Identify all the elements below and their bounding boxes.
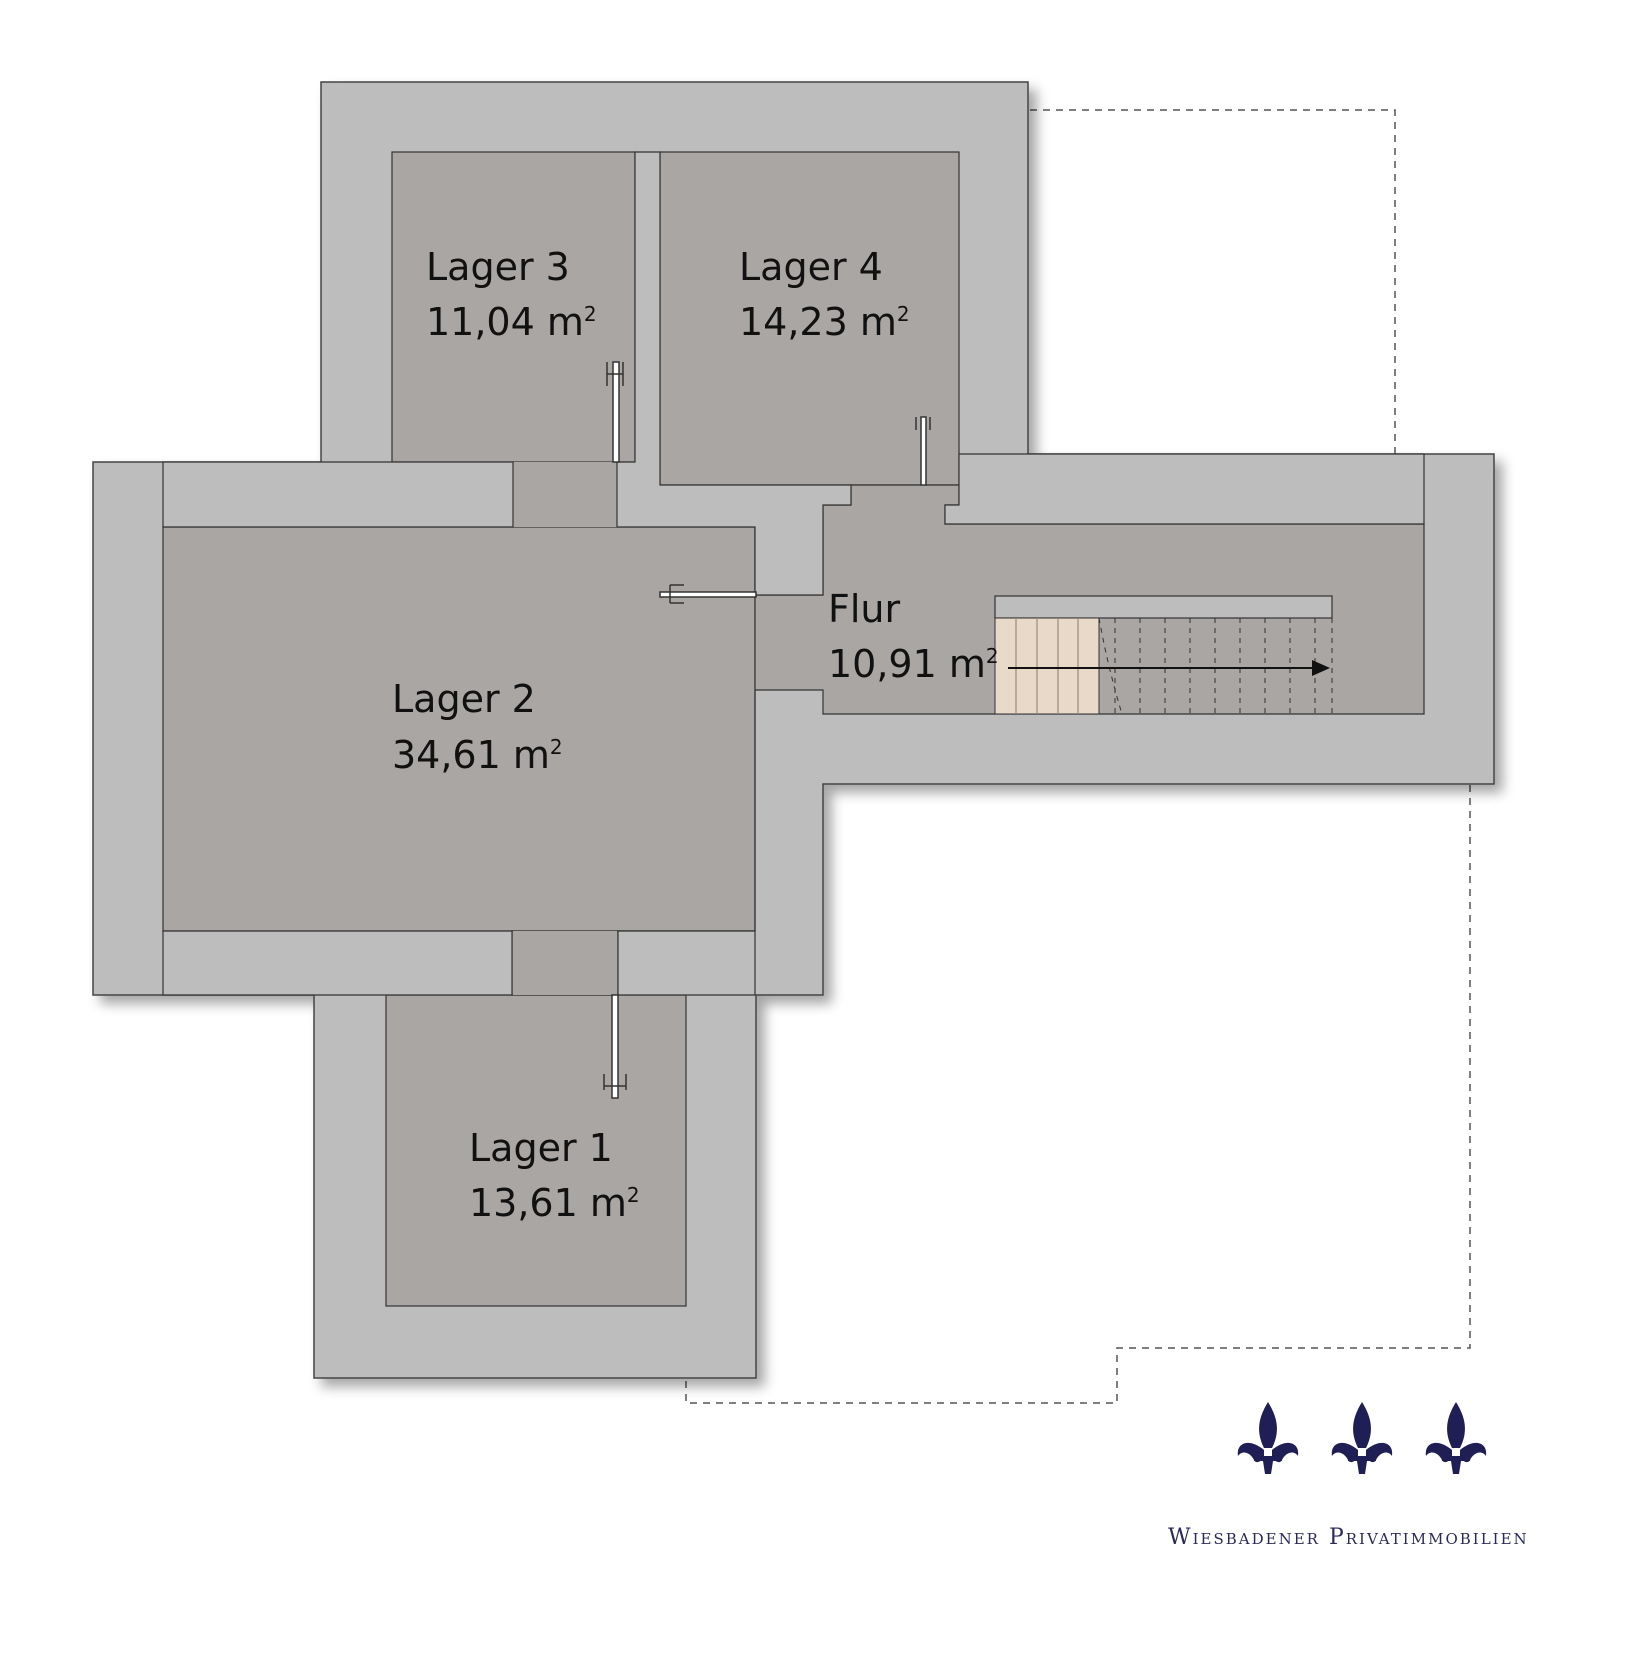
svg-text:Flur: Flur [828, 587, 900, 631]
room-area-lager2: 34,61 m [392, 733, 550, 777]
svg-text:11,04 m2: 11,04 m2 [426, 300, 597, 344]
fleur-de-lis-icon [1237, 1402, 1487, 1474]
doors [603, 361, 931, 1099]
svg-text:10,91 m2: 10,91 m2 [828, 642, 999, 686]
room-labels: Lager 3 11,04 m2 Lager 4 14,23 m2 Flur 1… [392, 245, 999, 1225]
floor-lager1 [385, 994, 687, 1307]
room-name-lager4: Lager 4 [739, 245, 883, 289]
floor-link-lager3 [513, 462, 617, 527]
floor-lager2 [162, 526, 756, 932]
svg-text:Lager 3: Lager 3 [426, 245, 570, 289]
room-area-lager3: 11,04 m [426, 300, 584, 344]
svg-text:14,23 m2: 14,23 m2 [739, 300, 910, 344]
door-lager3 [612, 361, 620, 463]
floor-link-lager1 [513, 931, 617, 995]
floor-lager4 [659, 151, 960, 486]
brand-name: Wiesbadener Privatimmobilien [1168, 1525, 1529, 1550]
room-name-flur: Flur [828, 587, 900, 631]
room-area-lager1: 13,61 m [469, 1181, 627, 1225]
room-floors [162, 151, 1425, 1307]
svg-text:13,61 m2: 13,61 m2 [469, 1181, 640, 1225]
inner-walls [162, 151, 1425, 996]
svg-text:Lager 4: Lager 4 [739, 245, 883, 289]
room-area-lager4: 14,23 m [739, 300, 897, 344]
svg-text:Lager 1: Lager 1 [469, 1126, 613, 1170]
property-outline [685, 109, 1471, 1404]
stair-rail [994, 595, 1333, 619]
room-name-lager1: Lager 1 [469, 1126, 613, 1170]
room-name-lager2: Lager 2 [392, 677, 536, 721]
door-lager2 [659, 591, 757, 598]
svg-text:34,61 m2: 34,61 m2 [392, 733, 563, 777]
floor-lager3 [391, 151, 636, 463]
svg-text:Lager 2: Lager 2 [392, 677, 536, 721]
staircase [994, 595, 1333, 715]
door-lager1 [611, 994, 619, 1099]
stair-steps [994, 617, 1100, 715]
door-lager4 [920, 416, 927, 486]
room-name-lager3: Lager 3 [426, 245, 570, 289]
room-area-flur: 10,91 m [828, 642, 986, 686]
